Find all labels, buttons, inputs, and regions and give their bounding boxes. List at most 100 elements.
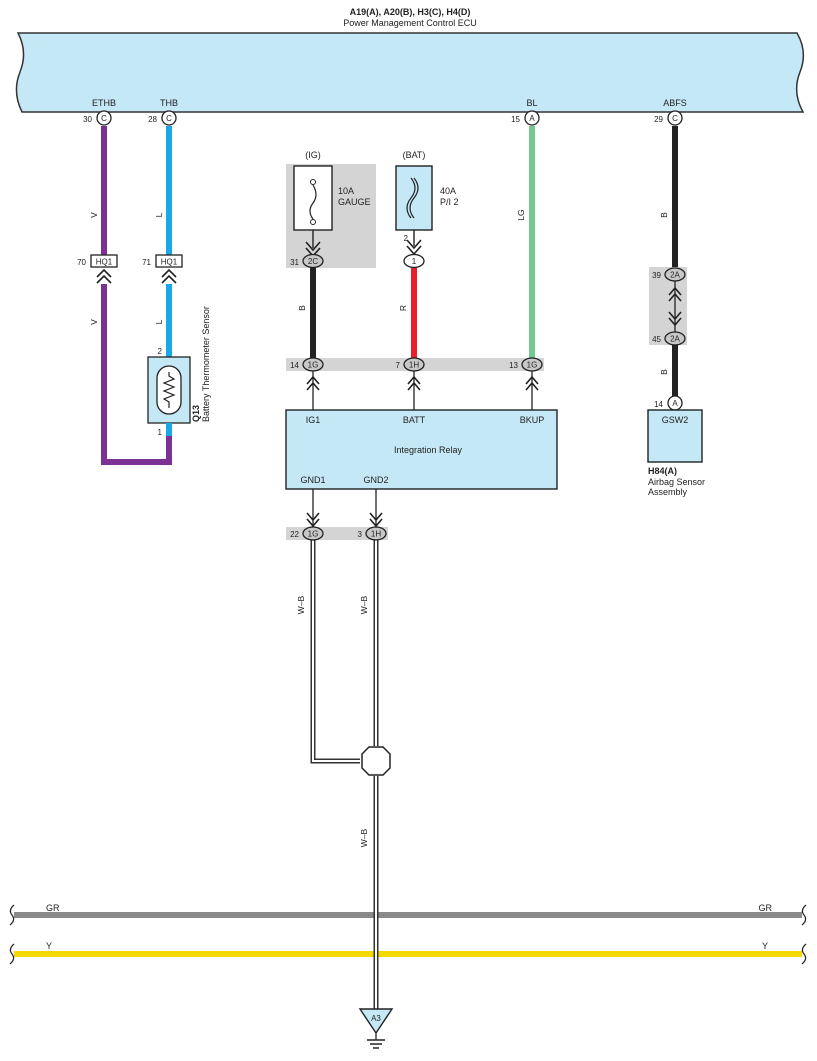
relay-name: Integration Relay (394, 445, 463, 455)
relay-bottom-conn-gnd1-id: 1G (308, 530, 319, 539)
ecu-pin-num-thb: 28 (148, 115, 157, 124)
ecu-pin-name-abfs: ABFS (663, 98, 687, 108)
ecu-pin-num-abfs: 29 (654, 115, 663, 124)
airbag-name-line1: Airbag Sensor (648, 477, 705, 487)
bus-y: Y Y (9, 941, 807, 965)
ecu-pin-conn-ethb: C (101, 114, 107, 123)
hq1-left-label: HQ1 (96, 258, 113, 267)
ecu-pin-name-bl: BL (526, 98, 537, 108)
airbag-name-line2: Assembly (648, 487, 688, 497)
wire-wb-ground (310, 540, 379, 1010)
bus-gr-label-right: GR (759, 903, 773, 913)
wire-label-b-abfs-lower: B (659, 369, 669, 375)
relay-bottom-num-gnd2: 3 (358, 530, 363, 539)
relay-label-batt: BATT (403, 415, 426, 425)
ecu-pin-bl: 15 A (511, 110, 540, 126)
wire-violet-ethb (101, 126, 172, 465)
bus-y-label-right: Y (762, 941, 768, 951)
ecu-pin-name-ethb: ETHB (92, 98, 116, 108)
relay-label-gnd2: GND2 (363, 475, 388, 485)
relay-top-num-batt: 7 (396, 361, 401, 370)
fuse-ig-gauge: (IG) 10A GAUGE 31 2C (286, 150, 376, 269)
junction-2a-top-conn: 2A (670, 271, 680, 280)
ecu-name: Power Management Control ECU (343, 18, 477, 28)
ecu-body (15, 32, 805, 113)
ecu-pin-thb: 28 C (148, 110, 177, 126)
relay-bottom-arrows (306, 489, 383, 528)
ecu-pin-num-ethb: 30 (83, 115, 92, 124)
relay-label-bkup: BKUP (520, 415, 545, 425)
relay-top-conn-batt: 7 1H (396, 357, 425, 410)
sensor-code-label: Q13 (191, 405, 201, 422)
sensor-pin-top: 2 (158, 347, 163, 356)
fuse-ig-supply: (IG) (305, 150, 321, 160)
fuse-ig-pin: 31 (290, 258, 299, 267)
relay-top-conn-batt-id: 1H (409, 361, 419, 370)
ecu-connector-codes: A19(A), A20(B), H3(C), H4(D) (350, 7, 471, 17)
relay-bottom-num-gnd1: 22 (290, 530, 299, 539)
wire-label-b-ig: B (297, 305, 307, 311)
wire-label-v-upper: V (89, 212, 99, 218)
ecu-pin-conn-bl: A (529, 114, 535, 123)
hq1-left-num: 70 (77, 258, 86, 267)
junction-hq1-blue: 71 HQ1 (142, 254, 183, 284)
airbag-code: H84(A) (648, 466, 677, 476)
battery-thermometer-sensor: 2 1 Q13 (147, 347, 191, 437)
ecu-pin-name-thb: THB (160, 98, 178, 108)
junction-2a-top-num: 39 (652, 271, 661, 280)
wire-label-l-lower: L (154, 319, 164, 324)
hq1-right-num: 71 (142, 258, 151, 267)
junction-hq1-violet: 70 HQ1 (77, 254, 118, 284)
wire-label-wb-main: W–B (359, 828, 369, 847)
airbag-pin-num: 14 (654, 400, 663, 409)
integration-relay: IG1 BATT BKUP Integration Relay GND1 GND… (285, 409, 558, 490)
bus-gr-label-left: GR (46, 903, 60, 913)
airbag-pin-conn: A (672, 399, 678, 408)
relay-top-conn-ig1-id: 1G (308, 361, 319, 370)
wire-label-lg-bl: LG (516, 209, 526, 220)
airbag-terminal: GSW2 (662, 415, 689, 425)
fuse-ig-name: GAUGE (338, 197, 371, 207)
relay-top-num-ig1: 14 (290, 361, 299, 370)
ground-a3: A3 (358, 1008, 394, 1049)
ecu-pin-conn-thb: C (166, 114, 172, 123)
fuse-ig-conn: 2C (308, 257, 318, 266)
fuse-bat-name: P/I 2 (440, 197, 459, 207)
ecu-pin-num-bl: 15 (511, 115, 520, 124)
relay-bottom-conn-gnd1: 22 1G (290, 526, 324, 541)
junction-2a: 39 2A 45 2A (649, 267, 687, 346)
fuse-ig-rating: 10A (338, 186, 354, 196)
ecu-pin-ethb: 30 C (83, 110, 112, 126)
wire-label-b-abfs-upper: B (659, 212, 669, 218)
wire-label-wb-gnd1: W–B (296, 595, 306, 614)
fuse-bat-supply: (BAT) (403, 150, 426, 160)
relay-label-gnd1: GND1 (300, 475, 325, 485)
relay-bottom-conn-gnd2-id: 1H (371, 530, 381, 539)
ecu-pin-abfs: 29 C (654, 110, 683, 126)
wire-label-l-upper: L (154, 212, 164, 217)
relay-top-num-bkup: 13 (509, 361, 518, 370)
fuse-bat-conn: 1 (412, 257, 417, 266)
bus-gr: GR GR (9, 903, 807, 926)
relay-top-conn-bkup: 13 1G (509, 357, 543, 410)
wire-label-v-lower: V (89, 319, 99, 325)
bus-y-label-left: Y (46, 941, 52, 951)
relay-label-ig1: IG1 (306, 415, 321, 425)
junction-2a-bottom-conn: 2A (670, 335, 680, 344)
sensor-name-label: Battery Thermometer Sensor (201, 306, 211, 422)
ecu-pin-conn-abfs: C (672, 114, 678, 123)
hq1-right-label: HQ1 (161, 258, 178, 267)
fuse-bat-pi2: (BAT) 40A P/I 2 2 1 (395, 150, 459, 269)
fuse-bat-pin-label: 2 (404, 234, 409, 243)
relay-top-conn-ig1: 14 1G (290, 357, 324, 410)
wire-label-wb-gnd2: W–B (359, 595, 369, 614)
relay-top-conn-bkup-id: 1G (527, 361, 538, 370)
sensor-pin-bottom: 1 (158, 428, 163, 437)
wire-label-r-bat: R (398, 305, 408, 311)
splice-point (361, 746, 391, 776)
relay-bottom-conn-gnd2: 3 1H (358, 526, 387, 541)
ground-label: A3 (371, 1014, 381, 1023)
junction-2a-bottom-num: 45 (652, 335, 661, 344)
fuse-bat-rating: 40A (440, 186, 456, 196)
